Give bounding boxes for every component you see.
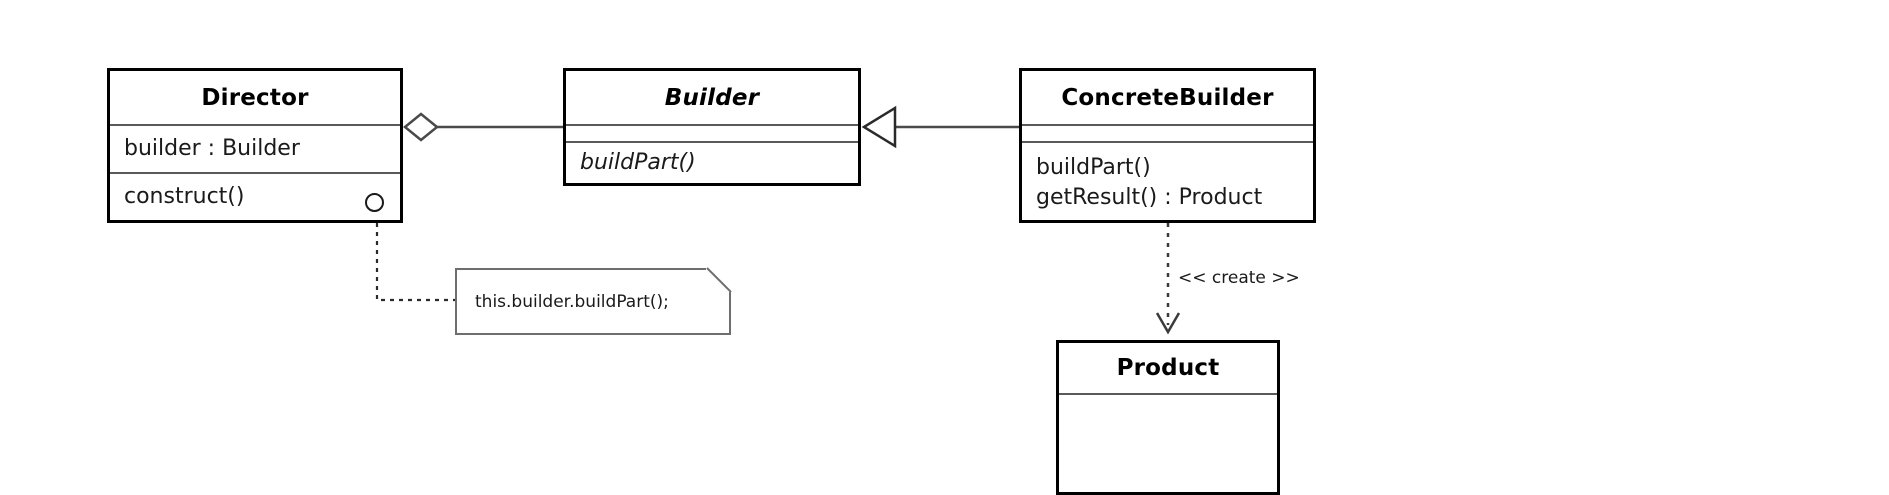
class-name-product: Product [1116, 355, 1220, 381]
operation-item: construct() [124, 184, 245, 210]
open-arrow-marker [1155, 312, 1181, 335]
uml-class-concretebuilder[interactable]: ConcreteBuilder buildPart() getResult() … [1019, 68, 1316, 223]
class-title-compartment: Builder [566, 71, 858, 124]
class-attributes-compartment [566, 124, 858, 141]
class-attributes-compartment [1059, 393, 1277, 492]
class-attributes-compartment: builder : Builder [110, 124, 400, 172]
create-dependency-label: << create >> [1178, 268, 1300, 288]
note-body [455, 268, 731, 335]
uml-note-builder-call[interactable]: this.builder.buildPart(); [455, 267, 731, 335]
operation-item: getResult() : Product [1036, 184, 1263, 210]
uml-class-product[interactable]: Product [1056, 340, 1280, 495]
uml-class-director[interactable]: Director builder : Builder construct() [107, 68, 403, 223]
class-name-concretebuilder: ConcreteBuilder [1061, 84, 1274, 111]
class-title-compartment: ConcreteBuilder [1022, 71, 1313, 124]
class-operations-compartment: buildPart() [566, 141, 858, 183]
class-operations-compartment: buildPart() getResult() : Product [1022, 141, 1313, 220]
class-name-builder: Builder [664, 84, 760, 111]
port-circle-icon[interactable] [365, 193, 384, 212]
attribute-item: builder : Builder [124, 136, 300, 162]
class-title-compartment: Product [1059, 343, 1277, 393]
operation-item: buildPart() [1036, 155, 1151, 181]
uml-class-builder[interactable]: Builder buildPart() [563, 68, 861, 186]
hollow-triangle-marker [861, 105, 897, 149]
operation-item: buildPart() [580, 150, 696, 176]
hollow-diamond-marker [403, 112, 439, 142]
note-text: this.builder.buildPart(); [475, 291, 669, 312]
note-fold-corner-icon [706, 267, 731, 292]
class-attributes-compartment [1022, 124, 1313, 141]
class-operations-compartment: construct() [110, 172, 400, 220]
class-title-compartment: Director [110, 71, 400, 124]
class-name-director: Director [201, 84, 309, 111]
